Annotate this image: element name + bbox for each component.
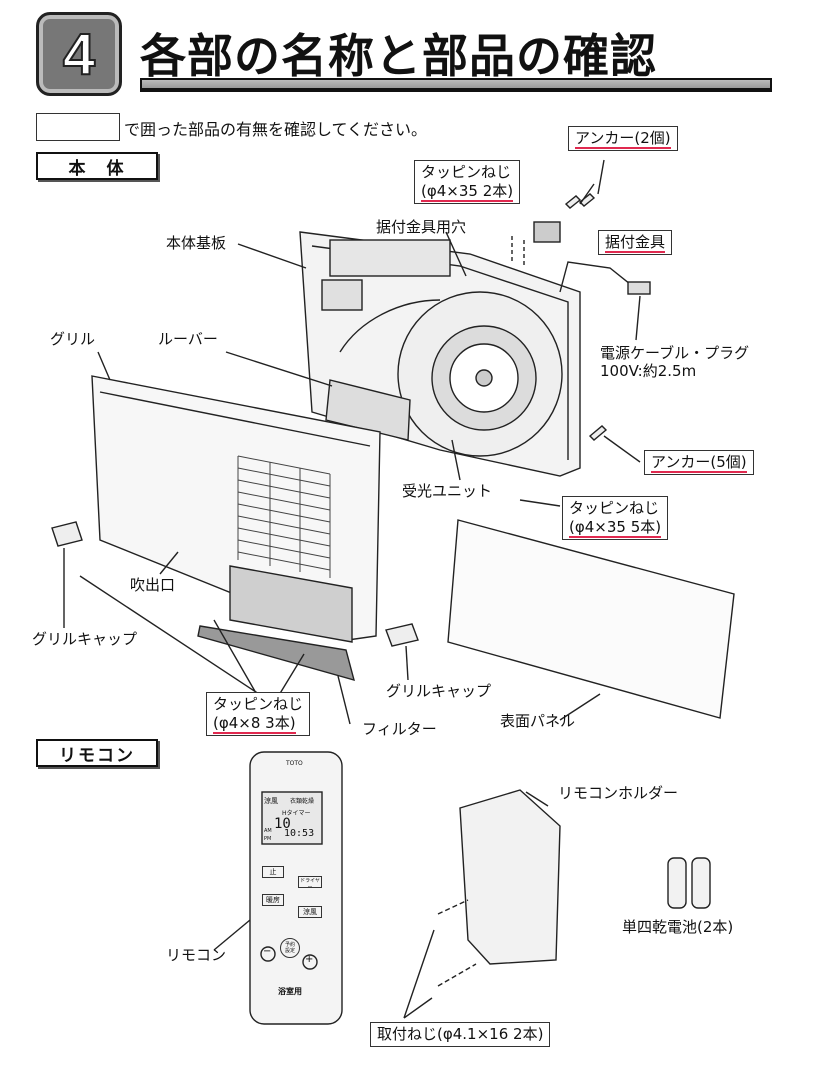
remote-brand: TOTO	[286, 760, 303, 767]
step-number: 4	[62, 21, 96, 88]
label-base-plate: 本体基板	[166, 234, 227, 252]
front-panel-shape	[447, 519, 735, 719]
intro-text: で囲った部品の有無を確認してください。	[124, 120, 428, 139]
legend-box	[36, 113, 120, 141]
grille-cap-right-shape	[385, 623, 419, 647]
section-header-body: 本 体	[36, 152, 158, 180]
remote-stop-button[interactable]: 止	[262, 866, 284, 878]
section-header-remote: リモコン	[36, 739, 158, 767]
grille-cap-left-shape	[51, 521, 83, 547]
remote-heat-button[interactable]: 暖房	[262, 894, 284, 906]
remote-bottom-logo: 浴室用	[278, 987, 302, 996]
label-mount-hole: 据付金具用穴	[376, 218, 467, 236]
remote-mode-dry: 衣類乾燥	[290, 798, 315, 805]
label-mount-bracket: 据付金具	[598, 230, 673, 255]
label-remote: リモコン	[166, 946, 227, 964]
label-filter: フィルター	[362, 720, 437, 738]
remote-plus-button[interactable]: +	[305, 954, 314, 965]
remote-mode-cool: 涼風	[264, 797, 278, 805]
label-louver: ルーバー	[158, 330, 218, 348]
label-anchor-2: アンカー(2個)	[568, 126, 678, 151]
label-front-panel: 表面パネル	[500, 712, 576, 730]
remote-pm: PM	[264, 836, 272, 842]
power-cable	[559, 261, 641, 293]
remote-timer-label: Hタイマー	[282, 810, 311, 817]
label-tapping-screw-b: タッピンねじ (φ4×35 5本)	[562, 496, 669, 540]
anchor-right-shape	[588, 425, 608, 441]
remote-timer-value: 10	[274, 816, 291, 832]
label-power-cable: 電源ケーブル・プラグ 100V:約2.5m	[600, 344, 750, 380]
label-grille: グリル	[50, 330, 96, 348]
label-receiver-unit: 受光ユニット	[402, 482, 493, 500]
label-remote-holder: リモコンホルダー	[558, 784, 679, 802]
label-tapping-screw-c: タッピンねじ (φ4×8 3本)	[206, 692, 311, 736]
label-battery: 単四乾電池(2本)	[622, 918, 734, 936]
remote-minus-button[interactable]: −	[263, 946, 272, 957]
title-underline	[140, 78, 772, 92]
remote-am: AM	[264, 828, 272, 834]
filter-shape	[229, 565, 353, 643]
remote-cool-button[interactable]: 涼風	[298, 906, 322, 918]
label-mount-screw: 取付ねじ(φ4.1×16 2本)	[370, 1022, 551, 1047]
anchor-top-shape	[564, 193, 596, 209]
step-number-badge: 4	[36, 12, 122, 96]
label-outlet: 吹出口	[130, 576, 176, 594]
label-grille-cap-right: グリルキャップ	[386, 682, 492, 700]
holder-shape	[459, 789, 561, 965]
label-anchor-5: アンカー(5個)	[644, 450, 754, 475]
remote-dryer-button[interactable]: ドライヤー	[298, 876, 322, 891]
page-title: 各部の名称と部品の確認	[140, 29, 657, 83]
mount-bracket-shape	[533, 221, 561, 243]
grille-slots	[237, 455, 331, 578]
grille-shape	[91, 375, 381, 641]
label-grille-cap-left: グリルキャップ	[32, 630, 138, 648]
battery-shape	[667, 857, 687, 909]
remote-clock: 10:53	[284, 828, 315, 839]
remote-timer-button[interactable]: 予約 設定	[280, 938, 300, 958]
label-tapping-screw-a: タッピンねじ (φ4×35 2本)	[414, 160, 521, 204]
